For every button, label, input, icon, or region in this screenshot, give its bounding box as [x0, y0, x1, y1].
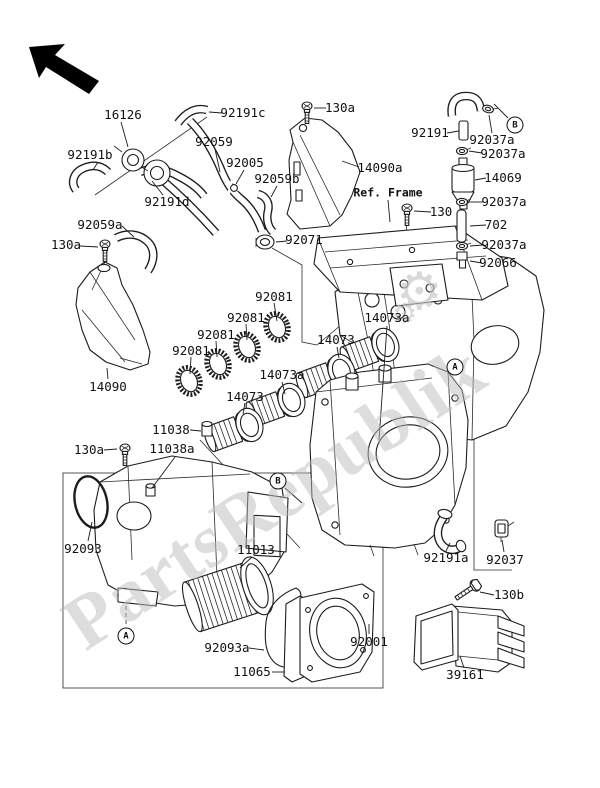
part-label-14073: 14073 — [226, 388, 264, 404]
air-valve-16126 — [113, 145, 171, 187]
part-label-702: 702 — [484, 216, 508, 232]
part-label-92191c: 92191c — [220, 104, 266, 120]
part-label-92093a: 92093a — [204, 639, 250, 655]
bolt-130b — [454, 578, 483, 601]
bracket-14090a — [286, 117, 361, 230]
part-label-14073a: 14073a — [364, 309, 410, 325]
part-label-92059b: 92059b — [254, 170, 300, 186]
o-ring-92093 — [73, 475, 109, 529]
screw-130a-mid — [99, 239, 111, 262]
front-direction-arrow — [29, 44, 99, 94]
part-label-92037a: 92037a — [480, 145, 526, 161]
part-label-14090: 14090 — [89, 378, 127, 394]
callout-a: A — [117, 627, 135, 645]
callout-b: B — [506, 116, 524, 134]
part-label-92081: 92081 — [227, 309, 265, 325]
housing-bosses — [345, 364, 392, 391]
grommet-92071 — [255, 234, 275, 250]
part-label-130a: 130a — [324, 99, 356, 115]
inlet-duct-39161 — [413, 603, 525, 673]
part-label-92037a: 92037a — [469, 131, 515, 147]
part-label-92191a: 92191a — [423, 549, 469, 565]
part-label-92059a: 92059a — [77, 216, 123, 232]
part-label-92081: 92081 — [197, 326, 235, 342]
cover-11065 — [283, 583, 375, 683]
part-label-92071: 92071 — [285, 231, 323, 247]
leader-lines — [79, 107, 505, 673]
part-label-130a: 130a — [50, 236, 82, 252]
screw-130 — [401, 203, 413, 226]
breather-elbow-92191a — [433, 508, 467, 555]
part-label-11038: 11038 — [152, 421, 190, 437]
air-duct-14090 — [75, 261, 151, 371]
callout-a: A — [446, 358, 464, 376]
screw-130a-low — [119, 443, 131, 466]
air-cleaner-housing-right — [309, 363, 469, 557]
fitting-92066 — [456, 251, 468, 269]
part-label-14073: 14073 — [317, 331, 355, 347]
part-label-92191b: 92191b — [67, 146, 113, 162]
tube-702 — [456, 209, 467, 243]
part-label-92059: 92059 — [195, 133, 233, 149]
part-label-92081: 92081 — [255, 288, 293, 304]
part-label-14073a: 14073a — [259, 366, 305, 382]
part-label-11065: 11065 — [233, 663, 271, 679]
part-label-92001: 92001 — [350, 633, 388, 649]
part-label-92191: 92191 — [411, 124, 449, 140]
filter-element-11013 — [181, 556, 274, 633]
part-label-16126: 16126 — [104, 106, 142, 122]
part-label-39161: 39161 — [446, 666, 484, 682]
part-label-ref-frame: Ref. Frame — [353, 185, 423, 200]
drain-filter-column — [447, 91, 499, 269]
part-label-92066: 92066 — [479, 254, 517, 270]
t-fitting-92005 — [224, 179, 244, 197]
part-label-14069: 14069 — [484, 169, 522, 185]
tube-92191 — [458, 120, 469, 141]
part-label-92191d: 92191d — [144, 193, 190, 209]
part-label-92005: 92005 — [226, 154, 264, 170]
part-label-11013: 11013 — [237, 541, 275, 557]
part-label-92037: 92037 — [486, 551, 524, 567]
part-label-92037a: 92037a — [481, 193, 527, 209]
part-label-92081: 92081 — [172, 342, 210, 358]
part-label-92037a: 92037a — [481, 236, 527, 252]
part-label-92093: 92093 — [64, 540, 102, 556]
clamp-92037 — [494, 519, 515, 542]
part-label-14090a: 14090a — [357, 159, 403, 175]
part-label-130a: 130a — [73, 441, 105, 457]
part-label-11038a: 11038a — [149, 440, 195, 456]
fitting-11038 — [201, 420, 213, 437]
part-label-130: 130 — [429, 203, 453, 219]
callout-b: B — [269, 472, 287, 490]
part-label-130b: 130b — [493, 586, 525, 602]
hose-group — [68, 104, 277, 274]
fasteners — [99, 101, 483, 624]
